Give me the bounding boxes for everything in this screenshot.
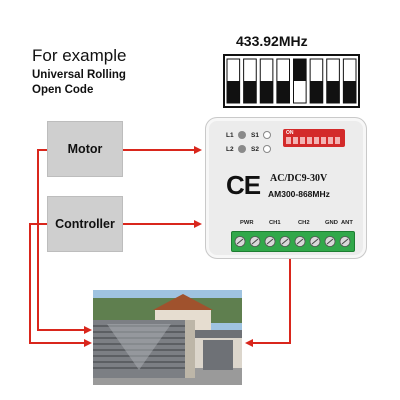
ce-mark: CE: [226, 170, 260, 201]
module-dip-keys: [286, 136, 342, 145]
terminal-block: [231, 231, 355, 252]
button-s1[interactable]: [263, 131, 271, 139]
arrow-motor-to-gate: [38, 150, 90, 330]
gate-illustration: [93, 290, 242, 385]
led-l1: [238, 131, 246, 139]
module-dip-switch[interactable]: ON: [283, 129, 345, 147]
terminal-labels: PWR CH1 CH2 GND ANT: [233, 220, 353, 227]
button-s2-label: S2: [251, 146, 259, 153]
terminal-label-pwr: PWR: [240, 220, 254, 226]
terminal-label-ch1: CH1: [269, 220, 281, 226]
frequency-range: AM300-868MHz: [268, 189, 330, 199]
terminal-screws: [232, 232, 354, 251]
terminal-label-ant: ANT: [341, 220, 353, 226]
led-l1-label: L1: [226, 132, 234, 139]
power-spec: AC/DC9-30V: [270, 173, 327, 184]
led-l2: [238, 145, 246, 153]
arrow-receiver-to-gate: [247, 257, 290, 343]
button-s2[interactable]: [263, 145, 271, 153]
led-l2-label: L2: [226, 146, 234, 153]
terminal-label-ch2: CH2: [298, 220, 310, 226]
button-s1-label: S1: [251, 132, 259, 139]
gate-photo: [93, 290, 242, 385]
terminal-label-gnd: GND: [325, 220, 338, 226]
